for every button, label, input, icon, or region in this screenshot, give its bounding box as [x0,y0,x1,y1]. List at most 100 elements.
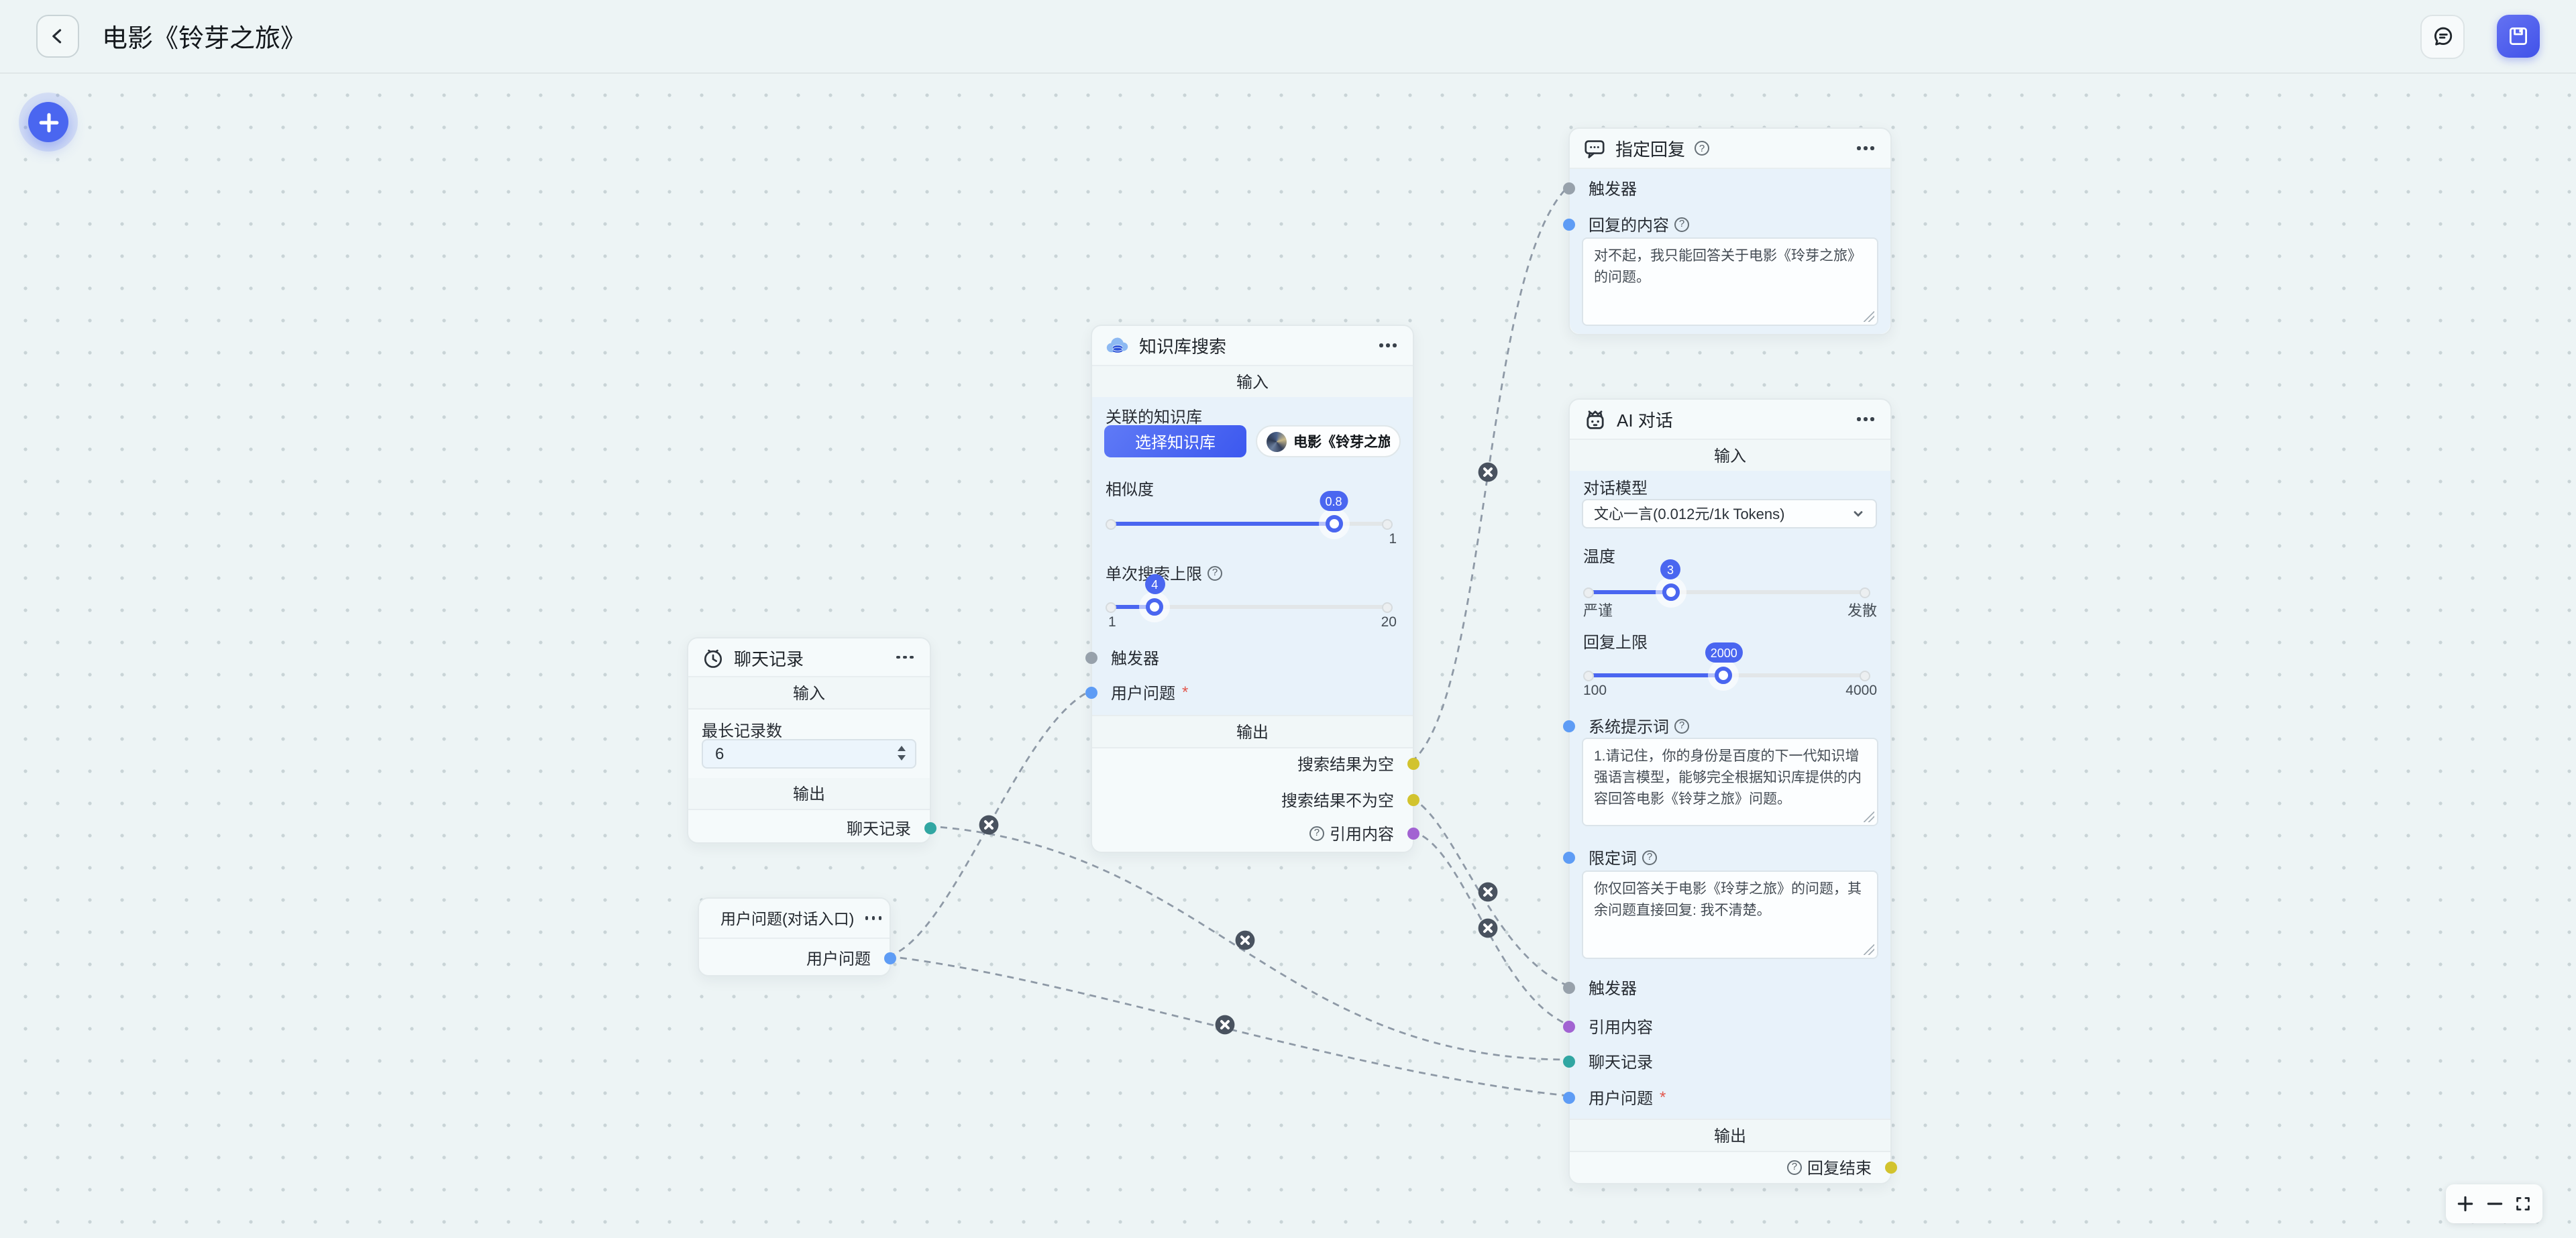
help-icon[interactable]: ? [1695,141,1710,156]
port-search-empty-out[interactable] [1407,757,1419,769]
chevron-down-icon [1854,511,1863,517]
max-records-value[interactable] [703,740,915,767]
input-port-label: 引用内容 [1589,1017,1654,1036]
temperature-slider[interactable]: 3 [1583,559,1870,601]
node-specified-reply[interactable]: 指定回复 ? 触发器 回复的内容 ? 对不起，我只能回答关于电影《玲芽之旅》的问… [1563,127,1892,335]
help-icon[interactable]: ? [1208,565,1223,580]
zoom-out-button[interactable] [2485,1195,2503,1213]
search-limit-slider[interactable]: 4 [1106,574,1393,616]
reply-content-textarea[interactable]: 对不起，我只能回答关于电影《玲芽之旅》的问题。 [1582,237,1878,326]
node-kb-search[interactable]: 知识库搜索 输入 关联的知识库 选择知识库 电影《铃芽之旅》 相似度 0.8 1… [1085,325,1419,853]
port-user-question-in[interactable] [1563,1091,1575,1103]
reply-limit-slider[interactable]: 2000 [1583,642,1870,684]
model-label: 对话模型 [1583,479,1648,498]
back-button[interactable] [36,15,79,58]
reply-limit-min-label: 100 [1583,683,1607,699]
port-reference-out[interactable] [1407,827,1419,839]
edge-delete-button[interactable] [1478,882,1498,902]
port-chat-history-out[interactable] [924,822,936,834]
node-user-question[interactable]: 用户问题(对话入口) 用户问题 [698,897,896,976]
input-port-label: 用户问题 [1589,1088,1654,1107]
help-icon[interactable]: ? [1674,217,1690,231]
similarity-max-label: 1 [1389,531,1397,547]
node-menu-button[interactable] [1377,341,1399,350]
input-port-label: 聊天记录 [1589,1052,1654,1071]
node-menu-button[interactable] [894,653,916,662]
slider-track[interactable] [1108,605,1390,609]
chat-bubble-icon [2433,27,2452,46]
comment-icon [1585,140,1605,158]
port-search-not-empty-out[interactable] [1407,793,1419,805]
slider-thumb[interactable] [1146,598,1164,615]
node-menu-button[interactable] [862,913,885,923]
input-section-header: 输入 [688,677,930,710]
edge-delete-button[interactable] [1478,918,1498,938]
node-title: 聊天记录 [734,649,804,669]
stepper-up-icon[interactable] [898,746,906,751]
port-user-question-out[interactable] [884,952,896,964]
help-icon[interactable]: ? [1674,718,1690,733]
model-select[interactable]: 文心一言(0.012元/1k Tokens) [1582,499,1877,528]
help-icon[interactable]: ? [1786,1160,1802,1174]
port-reference-in[interactable] [1563,1020,1575,1032]
edge-delete-button[interactable] [1235,930,1255,950]
port-trigger-in[interactable] [1085,651,1097,663]
fit-view-button[interactable] [2514,1195,2532,1213]
qualifier-textarea[interactable]: 你仅回答关于电影《玲芽之旅》的问题，其余问题直接回复: 我不清楚。 [1582,870,1878,959]
output-section-header: 输出 [688,778,930,810]
port-system-prompt-in[interactable] [1563,720,1575,732]
node-menu-button[interactable] [1854,414,1877,424]
help-icon[interactable]: ? [1309,826,1324,840]
port-qualifier-in[interactable] [1563,851,1575,863]
edge-delete-button[interactable] [1478,462,1498,482]
edge-delete-button[interactable] [979,815,999,835]
slider-thumb[interactable] [1325,514,1342,532]
node-title: AI 对话 [1617,410,1673,431]
node-menu-button[interactable] [1854,144,1877,153]
more-icon [1379,343,1397,347]
similarity-slider[interactable]: 0.8 [1106,491,1393,532]
zoom-out-icon [2486,1202,2502,1205]
temperature-label: 温度 [1583,547,1616,566]
output-port-label: 回复结束 [1807,1158,1872,1177]
required-marker: * [1182,683,1189,701]
port-user-question-in[interactable] [1085,686,1097,698]
output-port-label: 搜索结果不为空 [1281,791,1394,809]
node-title: 指定回复 [1615,139,1686,160]
port-trigger-in[interactable] [1563,182,1575,194]
node-chat-history[interactable]: 聊天记录 输入 最长记录数 输出 聊天记录 [687,637,936,844]
port-reply-content-in[interactable] [1563,218,1575,230]
qualifier-label: 限定词 [1589,848,1638,867]
help-icon[interactable]: ? [1642,850,1658,864]
select-kb-button[interactable]: 选择知识库 [1104,425,1246,457]
node-ai-chat[interactable]: AI 对话 输入 对话模型 文心一言(0.012元/1k Tokens) 温度 … [1563,398,1897,1184]
plus-icon [38,112,58,132]
stepper-down-icon[interactable] [898,755,906,761]
save-icon [2510,27,2528,46]
port-chat-history-in[interactable] [1563,1055,1575,1067]
zoom-in-icon [2458,1196,2473,1212]
edge-delete-button[interactable] [1215,1015,1235,1035]
preview-chat-button[interactable] [2420,14,2465,58]
output-port-label: 搜索结果为空 [1297,754,1394,773]
reply-limit-max-label: 4000 [1845,683,1877,699]
clock-icon [704,649,722,667]
add-node-button[interactable] [28,102,68,142]
port-reply-end-out[interactable] [1885,1161,1897,1173]
zoom-in-button[interactable] [2457,1195,2475,1213]
more-icon [1857,417,1874,421]
system-prompt-textarea[interactable]: 1.请记住，你的身份是百度的下一代知识增强语言模型，能够完全根据知识库提供的内容… [1582,738,1878,826]
kb-chip[interactable]: 电影《铃芽之旅》 [1256,425,1401,457]
max-records-input[interactable] [702,739,916,769]
max-records-label: 最长记录数 [702,722,783,740]
save-button[interactable] [2497,15,2540,58]
port-trigger-in[interactable] [1563,981,1575,993]
slider-thumb[interactable] [1662,583,1679,600]
input-section-header: 输入 [1570,440,1890,472]
edge-kb-ref-to-ai [1411,830,1569,1026]
input-port-label: 触发器 [1111,649,1160,667]
temperature-max-label: 发散 [1847,604,1877,620]
slider-thumb[interactable] [1715,666,1733,683]
slider-track[interactable] [1586,590,1868,594]
